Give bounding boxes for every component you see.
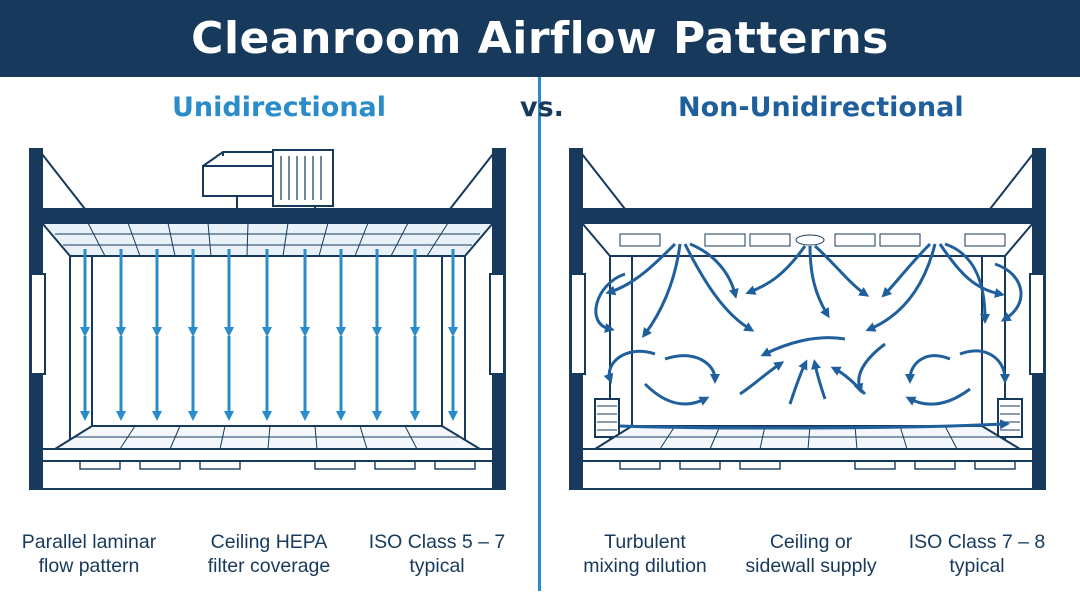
caption-ceiling-sidewall: Ceiling or sidewall supply	[726, 530, 896, 578]
title-banner: Cleanroom Airflow Patterns	[0, 0, 1080, 77]
caption-turbulent-mixing: Turbulent mixing dilution	[560, 530, 730, 578]
caption-line: Turbulent	[604, 531, 686, 553]
caption-line: mixing dilution	[583, 555, 707, 577]
caption-line: typical	[409, 555, 465, 577]
caption-line: typical	[949, 555, 1005, 577]
caption-line: filter coverage	[207, 555, 331, 577]
non-unidirectional-room-illustration	[569, 148, 1046, 490]
caption-line: ISO Class 5 – 7	[368, 531, 506, 553]
caption-line: Ceiling HEPA	[210, 531, 328, 553]
caption-line: flow pattern	[38, 555, 140, 577]
center-divider	[538, 77, 541, 591]
unidirectional-heading: Unidirectional	[172, 92, 387, 123]
caption-line: ISO Class 7 – 8	[908, 531, 1046, 553]
caption-line: Parallel laminar	[21, 531, 157, 553]
vs-label: vs.	[520, 92, 564, 123]
page-title: Cleanroom Airflow Patterns	[191, 13, 889, 64]
caption-ceiling-hepa: Ceiling HEPA filter coverage	[184, 530, 354, 578]
caption-iso-class-5-7: ISO Class 5 – 7 typical	[352, 530, 522, 578]
non-unidirectional-heading: Non-Unidirectional	[678, 92, 964, 123]
caption-parallel-laminar: Parallel laminar flow pattern	[4, 530, 174, 578]
unidirectional-room-illustration	[29, 148, 506, 490]
caption-line: Ceiling or	[769, 531, 853, 553]
caption-line: sidewall supply	[745, 555, 877, 577]
caption-iso-class-7-8: ISO Class 7 – 8 typical	[892, 530, 1062, 578]
